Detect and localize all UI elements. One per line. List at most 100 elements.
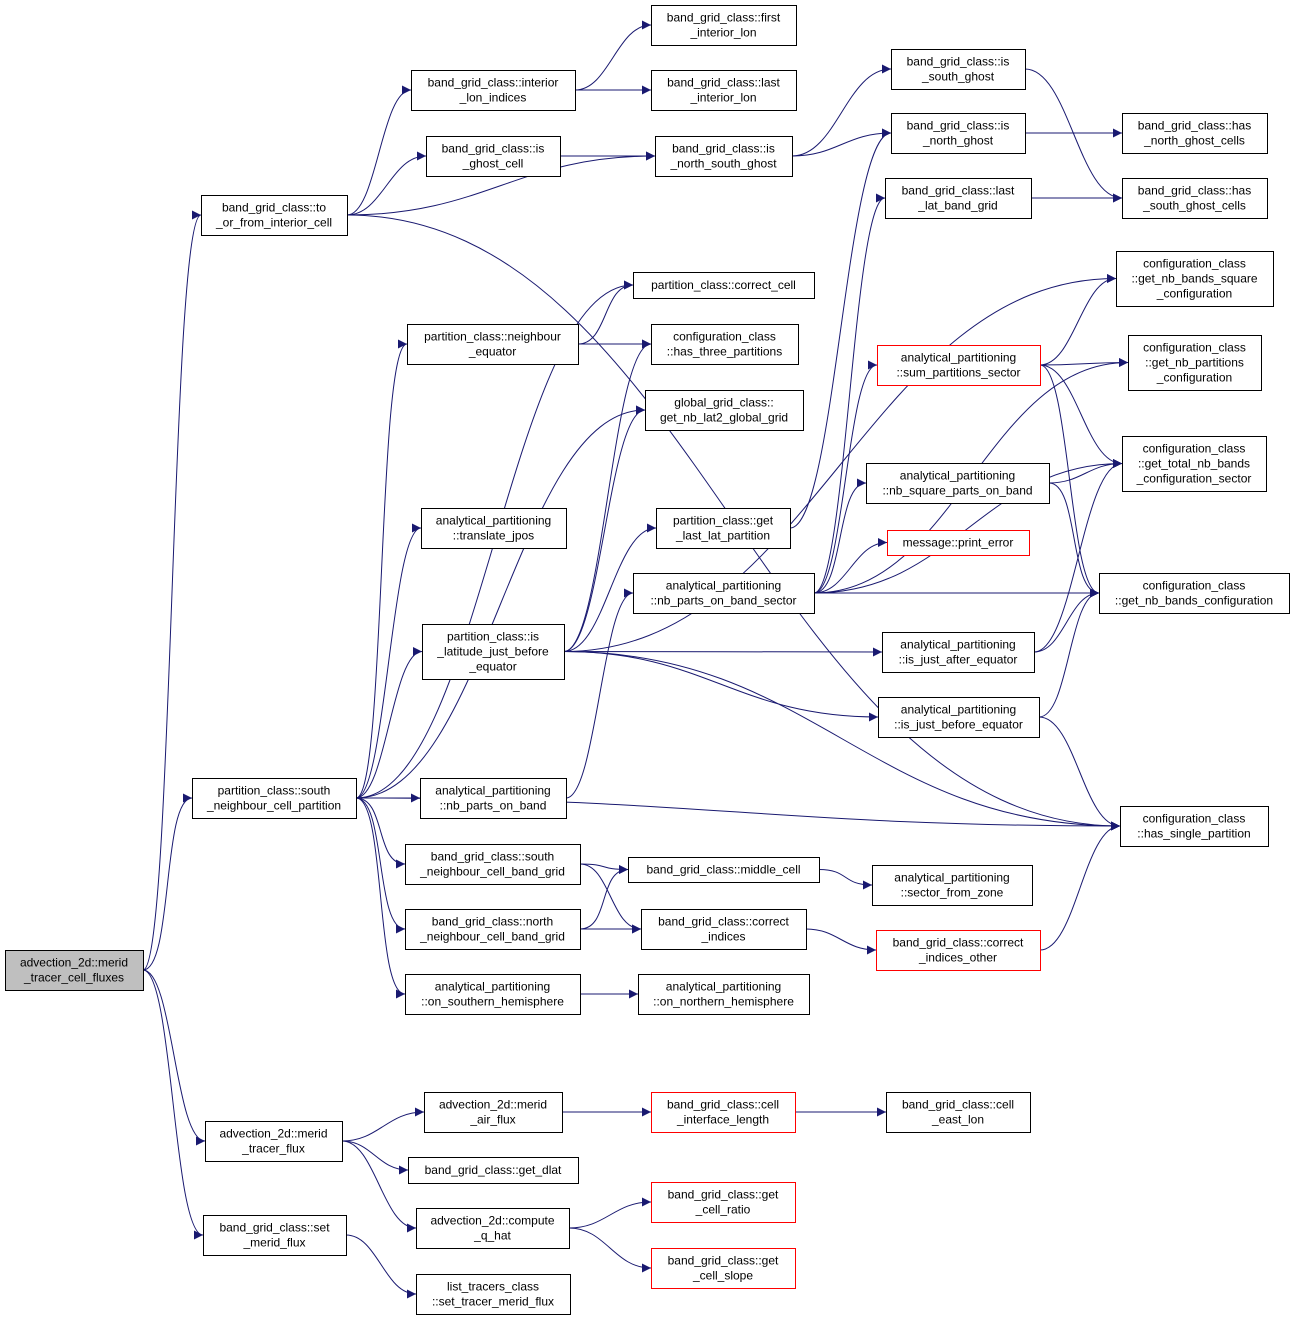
node-box — [628, 857, 820, 883]
node-nb-partitions-conf[interactable]: configuration_class::get_nb_partitions_c… — [1128, 335, 1262, 391]
edge-south_neighbour_partition-to-translate_jpos — [355, 523, 422, 799]
edge-south_neighbour_partition-to-north_neighbour_band — [355, 797, 406, 934]
node-cell-east-lon[interactable]: band_grid_class::cell_east_lon — [886, 1092, 1031, 1133]
node-box — [421, 508, 567, 549]
node-get-dlat[interactable]: band_grid_class::get_dlat — [408, 1157, 579, 1184]
node-box — [876, 930, 1041, 971]
edge-is_just_before_eq-to-has_single_partition — [1038, 716, 1121, 831]
node-label-line: band_grid_class::is — [907, 55, 1010, 69]
node-print-error[interactable]: message::print_error — [887, 530, 1030, 556]
node-on-southern[interactable]: analytical_partitioning::on_southern_hem… — [405, 974, 581, 1015]
node-interior-lon-indices[interactable]: band_grid_class::interior_lon_indices — [411, 70, 576, 111]
node-get-cell-slope[interactable]: band_grid_class::get_cell_slope — [651, 1248, 796, 1289]
node-correct-cell[interactable]: partition_class::correct_cell — [633, 272, 815, 299]
node-label-line: band_grid_class::set — [219, 1221, 330, 1235]
node-has-south-ghost-cells[interactable]: band_grid_class::has_south_ghost_cells — [1122, 178, 1268, 219]
node-is-ghost-cell[interactable]: band_grid_class::is_ghost_cell — [426, 136, 561, 177]
edge-nb_parts_on_band_sector-to-nb_square_parts — [813, 478, 867, 594]
node-box — [1116, 251, 1274, 307]
node-south-neighbour-band[interactable]: band_grid_class::south_neighbour_cell_ba… — [405, 844, 581, 885]
node-set-merid-flux[interactable]: band_grid_class::set_merid_flux — [203, 1215, 347, 1256]
node-label-line: band_grid_class::is — [672, 142, 775, 156]
node-is-north-south-ghost[interactable]: band_grid_class::is_north_south_ghost — [655, 136, 793, 177]
node-label-line: partition_class::south — [218, 784, 331, 798]
node-has-three-partitions[interactable]: configuration_class::has_three_partition… — [651, 324, 799, 365]
node-label-line: band_grid_class::has — [1138, 184, 1251, 198]
node-label-line: band_grid_class::south — [431, 850, 554, 864]
node-get-last-lat-partition[interactable]: partition_class::get_last_lat_partition — [656, 508, 791, 549]
node-correct-indices[interactable]: band_grid_class::correct_indices — [641, 909, 807, 950]
node-compute-q-hat[interactable]: advection_2d::compute_q_hat — [416, 1208, 570, 1249]
node-label-line: advection_2d::compute — [430, 1214, 554, 1228]
edge-merid_tracer_flux-to-get_dlat — [341, 1140, 409, 1175]
node-neighbour-equator[interactable]: partition_class::neighbour_equator — [407, 324, 579, 365]
node-is-south-ghost[interactable]: band_grid_class::is_south_ghost — [891, 49, 1026, 90]
edge-compute_q_hat-to-get_cell_slope — [568, 1227, 652, 1273]
node-nb-lat2-global-grid[interactable]: global_grid_class::get_nb_lat2_global_gr… — [645, 390, 804, 431]
node-label-line: band_grid_class::cell — [902, 1098, 1014, 1112]
node-box — [638, 974, 810, 1015]
node-label-line: _configuration — [1156, 371, 1232, 385]
node-box — [1128, 335, 1262, 391]
node-on-northern[interactable]: analytical_partitioning::on_northern_hem… — [638, 974, 810, 1015]
node-label-line: ::has_three_partitions — [667, 345, 782, 359]
node-correct-indices-other[interactable]: band_grid_class::correct_indices_other — [876, 930, 1041, 971]
node-merid-tracer-flux[interactable]: advection_2d::merid_tracer_flux — [205, 1121, 343, 1162]
node-nb-bands-conf[interactable]: configuration_class::get_nb_bands_config… — [1099, 573, 1290, 614]
node-is-just-before-eq[interactable]: analytical_partitioning::is_just_before_… — [878, 697, 1040, 738]
edge-is_north_south_ghost-to-is_north_ghost — [791, 128, 892, 157]
node-label-line: analytical_partitioning — [900, 638, 1015, 652]
node-label-line: band_grid_class::to — [222, 201, 326, 215]
node-label-line: band_grid_class::get_dlat — [425, 1163, 562, 1177]
node-box — [651, 70, 797, 111]
edge-middle_cell-to-sector_from_zone — [818, 869, 873, 890]
node-nb-bands-square[interactable]: configuration_class::get_nb_bands_square… — [1116, 251, 1274, 307]
node-label-line: message::print_error — [903, 536, 1014, 550]
edge-correct_indices-to-correct_indices_other — [805, 928, 877, 955]
node-layer: advection_2d::merid_tracer_cell_fluxesba… — [5, 5, 1290, 1315]
node-has-north-ghost-cells[interactable]: band_grid_class::has_north_ghost_cells — [1122, 113, 1268, 154]
node-last-lat-band-grid[interactable]: band_grid_class::last_lat_band_grid — [885, 178, 1032, 219]
node-is-just-after-eq[interactable]: analytical_partitioning::is_just_after_e… — [882, 632, 1035, 673]
node-label-line: _north_ghost — [922, 134, 994, 148]
node-label-line: _latitude_just_before — [436, 645, 549, 659]
node-merid-air-flux[interactable]: advection_2d::merid_air_flux — [424, 1092, 563, 1133]
node-is-lat-before-eq[interactable]: partition_class::is_latitude_just_before… — [422, 624, 565, 680]
edge-sum_partitions_sector-to-nb_partitions_conf — [1039, 358, 1129, 368]
edge-nb_parts_on_band_sector-to-sum_partitions_sector — [813, 360, 878, 594]
node-box — [1122, 113, 1268, 154]
node-translate-jpos[interactable]: analytical_partitioning::translate_jpos — [421, 508, 567, 549]
node-last-interior-lon[interactable]: band_grid_class::last_interior_lon — [651, 70, 797, 111]
node-label-line: configuration_class — [1143, 812, 1246, 826]
node-label-line: advection_2d::merid — [219, 1127, 327, 1141]
node-label-line: analytical_partitioning — [666, 980, 781, 994]
node-cell-interface-length[interactable]: band_grid_class::cell_interface_length — [651, 1092, 796, 1133]
node-label-line: advection_2d::merid — [20, 956, 128, 970]
node-get-cell-ratio[interactable]: band_grid_class::get_cell_ratio — [651, 1182, 796, 1223]
node-nb-square-parts[interactable]: analytical_partitioning::nb_square_parts… — [866, 463, 1050, 504]
node-label-line: _south_ghost_cells — [1142, 199, 1246, 213]
node-label-line: ::on_southern_hemisphere — [421, 995, 564, 1009]
node-is-north-ghost[interactable]: band_grid_class::is_north_ghost — [891, 113, 1026, 154]
node-label-line: ::nb_square_parts_on_band — [882, 484, 1032, 498]
node-label-line: band_grid_class::is — [907, 119, 1010, 133]
node-label-line: _tracer_cell_fluxes — [23, 971, 124, 985]
node-first-interior-lon[interactable]: band_grid_class::first_interior_lon — [651, 5, 797, 46]
node-label-line: analytical_partitioning — [901, 351, 1016, 365]
node-nb-parts-on-band[interactable]: analytical_partitioning::nb_parts_on_ban… — [420, 778, 567, 819]
node-set-tracer-merid-flux[interactable]: list_tracers_class::set_tracer_merid_flu… — [416, 1274, 571, 1315]
node-sector-from-zone[interactable]: analytical_partitioning::sector_from_zon… — [872, 865, 1033, 906]
node-north-neighbour-band[interactable]: band_grid_class::north_neighbour_cell_ba… — [405, 909, 581, 950]
node-middle-cell[interactable]: band_grid_class::middle_cell — [628, 857, 820, 883]
node-has-single-partition[interactable]: configuration_class::has_single_partitio… — [1120, 806, 1269, 847]
node-sum-partitions-sector[interactable]: analytical_partitioning::sum_partitions_… — [877, 345, 1041, 386]
node-total-nb-bands[interactable]: configuration_class::get_total_nb_bands_… — [1122, 436, 1267, 492]
node-box — [651, 1092, 796, 1133]
node-south-neighbour-partition[interactable]: partition_class::south_neighbour_cell_pa… — [192, 778, 357, 819]
node-label-line: ::get_nb_partitions — [1145, 356, 1244, 370]
edge-nb_parts_on_band-to-nb_parts_on_band_sector — [565, 588, 634, 799]
node-to-or-from[interactable]: band_grid_class::to_or_from_interior_cel… — [201, 195, 348, 236]
node-nb-parts-on-band-sector[interactable]: analytical_partitioning::nb_parts_on_ban… — [633, 573, 815, 614]
node-box — [887, 530, 1030, 556]
